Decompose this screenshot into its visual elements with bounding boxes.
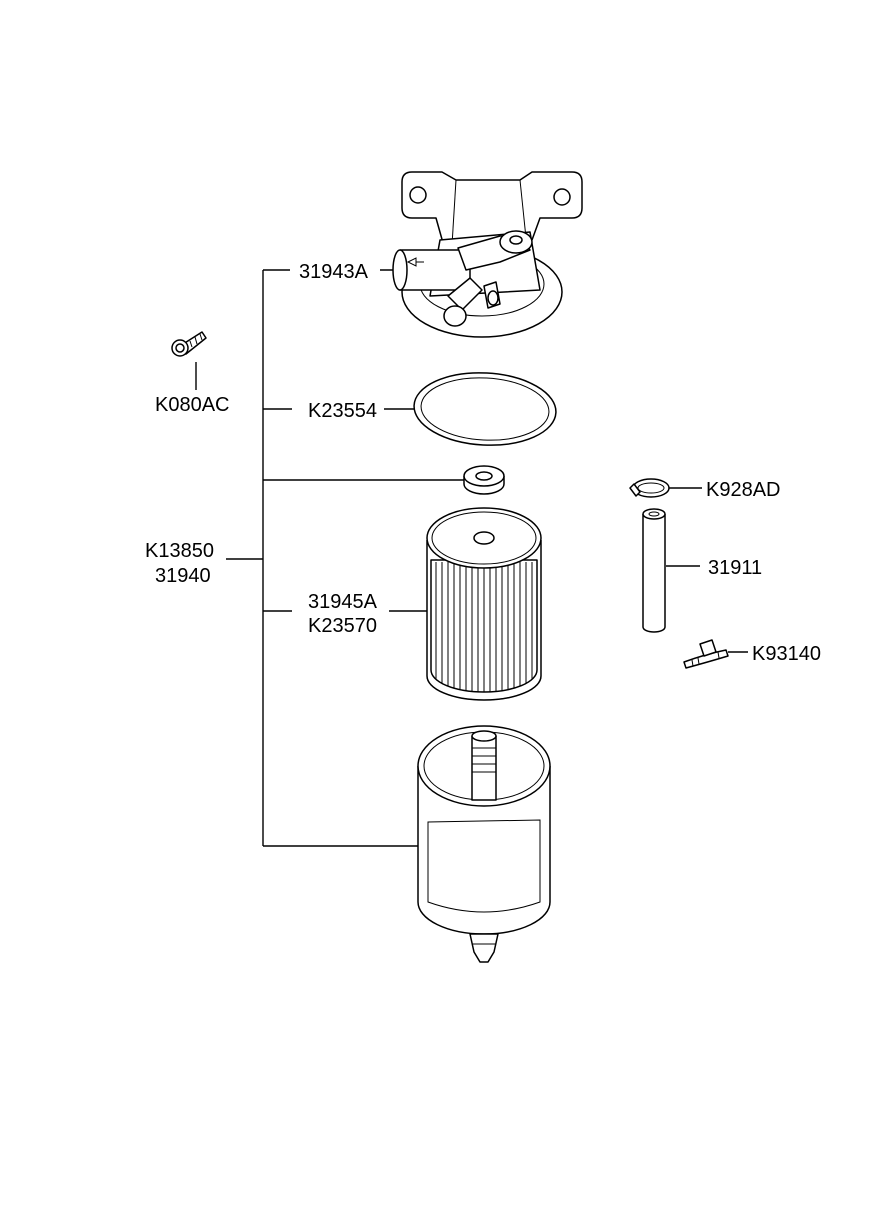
fuel-hose <box>642 508 666 633</box>
filter-bowl <box>417 725 551 963</box>
leader-lines <box>195 269 748 847</box>
o-ring <box>413 372 557 446</box>
label-clamp-bottom: K93140 <box>752 643 821 665</box>
filter-pleats <box>435 562 533 692</box>
filter-element <box>426 507 542 701</box>
label-element-b: K23570 <box>308 615 377 637</box>
label-bolt: K080AC <box>155 394 230 416</box>
callout-labels: 31943A K080AC K23554 K13850 31940 31945A… <box>145 261 821 665</box>
label-element-a: 31945A <box>308 591 378 613</box>
label-o-ring: K23554 <box>308 400 377 422</box>
label-assembly-b: 31940 <box>155 565 211 587</box>
hose-clamp-bottom <box>683 639 729 669</box>
bolt <box>171 331 207 357</box>
label-assembly-a: K13850 <box>145 540 214 562</box>
hose-clamp-top <box>629 478 670 498</box>
filter-head-housing <box>392 171 583 338</box>
seal-washer <box>463 465 505 495</box>
label-hose: 31911 <box>708 557 762 579</box>
label-housing: 31943A <box>299 261 369 283</box>
label-clamp-top: K928AD <box>706 479 781 501</box>
